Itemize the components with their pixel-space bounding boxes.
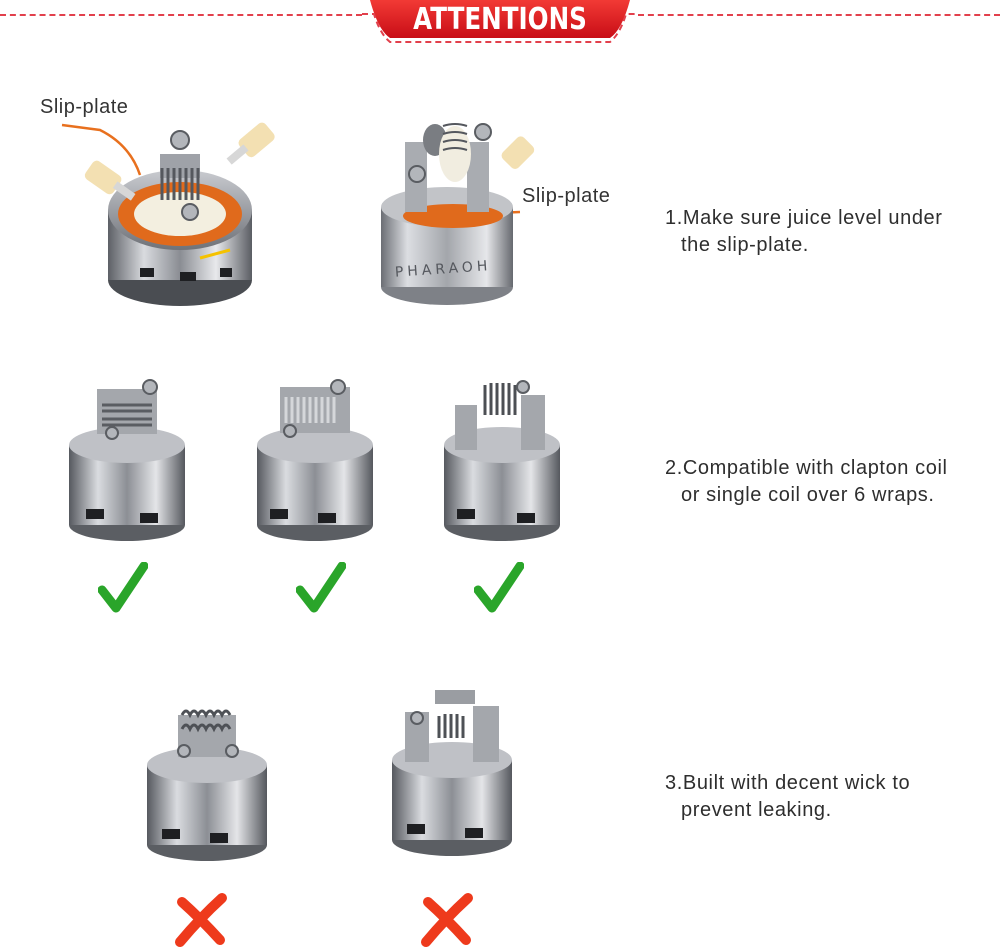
instruction-1-line1: 1.Make sure juice level under — [665, 207, 943, 229]
slip-plate-label-right: Slip-plate — [522, 185, 611, 207]
check-mark-icon — [474, 562, 524, 613]
rda-bad-single-coil-image — [392, 690, 512, 856]
rda-side-slip-plate-image: PHARAOH — [381, 123, 535, 305]
cross-mark-icon — [421, 893, 473, 947]
instruction-2-line2: or single coil over 6 wraps. — [681, 484, 935, 506]
slip-plate-label-left: Slip-plate — [40, 96, 129, 118]
header-dash-left — [0, 14, 362, 16]
rda-clapton-alt-image — [257, 379, 373, 541]
leader-line-left — [61, 123, 142, 176]
check-mark-icon — [296, 562, 346, 613]
instruction-1-line2: the slip-plate. — [681, 234, 809, 256]
instruction-3: 3.Built with decent wick to prevent leak… — [665, 770, 910, 824]
rda-dual-clapton-image — [69, 379, 185, 541]
instruction-1: 1.Make sure juice level under the slip-p… — [665, 205, 943, 259]
instruction-3-line1: 3.Built with decent wick to — [665, 772, 911, 794]
instruction-3-line2: prevent leaking. — [681, 799, 832, 821]
rda-single-coil-image — [444, 380, 560, 541]
banner-shape — [362, 0, 638, 43]
cross-mark-icon — [175, 893, 227, 947]
attentions-banner: ATTENTIONS — [360, 0, 640, 50]
pharaoh-engraving: PHARAOH — [394, 258, 491, 281]
check-mark-icon — [98, 562, 148, 613]
rda-deck-slip-plate-image — [84, 122, 275, 306]
header-dash-right — [638, 14, 1000, 16]
instruction-2: 2.Compatible with clapton coil or single… — [665, 455, 948, 509]
instruction-2-line1: 2.Compatible with clapton coil — [665, 457, 948, 479]
page-title: ATTENTIONS — [413, 2, 587, 37]
rda-bad-dual-coil-image — [147, 709, 267, 861]
